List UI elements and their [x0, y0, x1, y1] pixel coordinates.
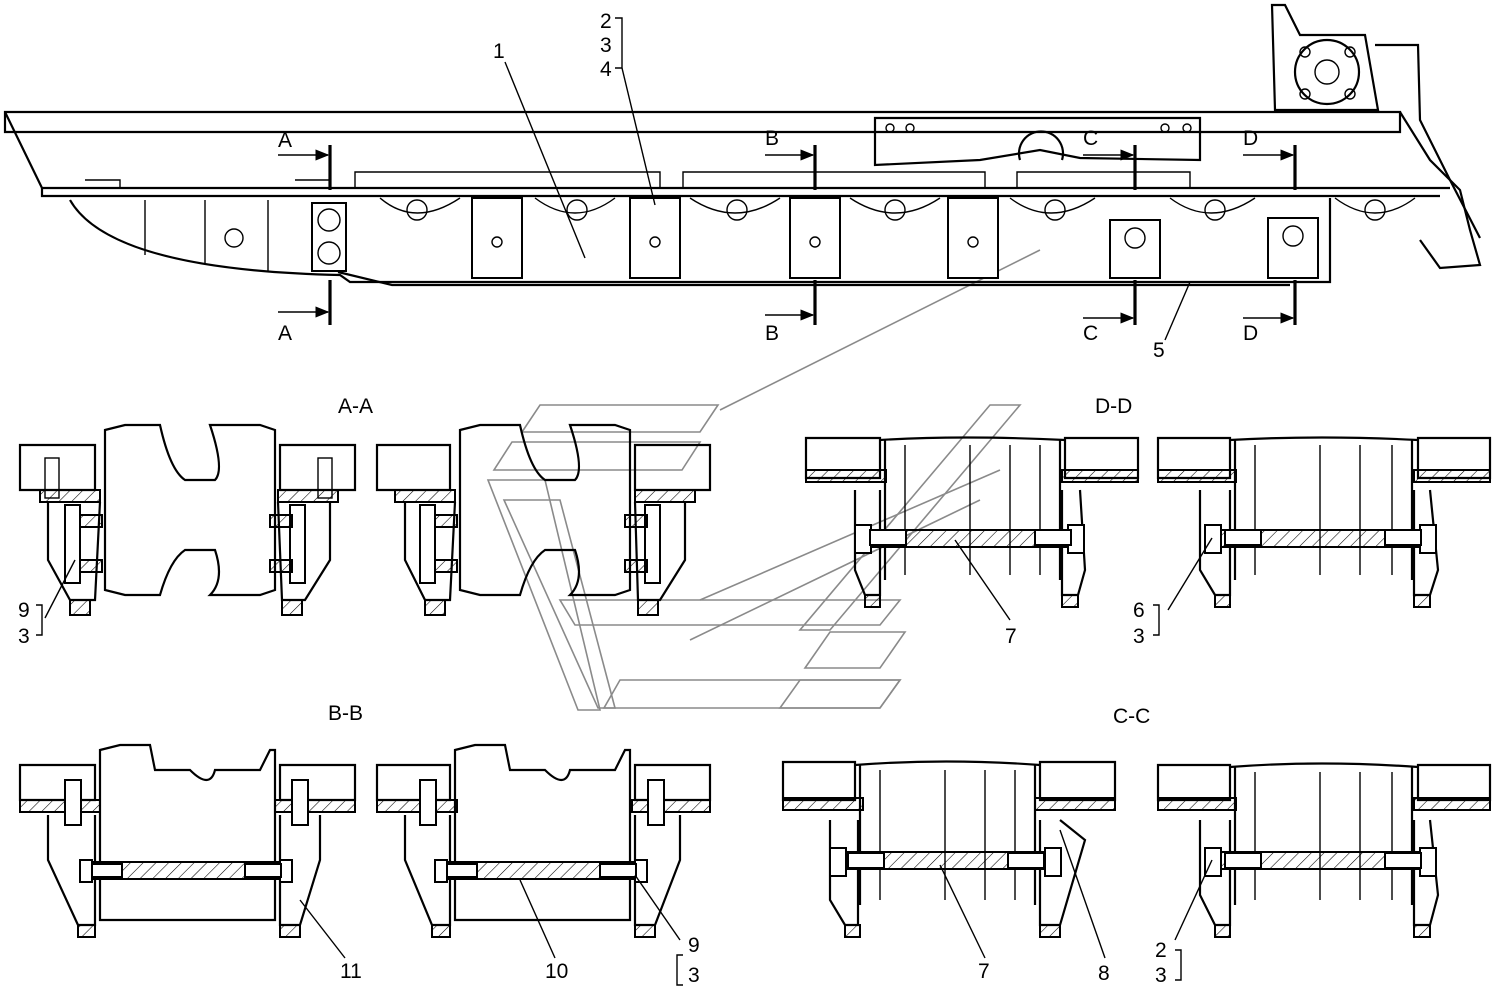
section-cc-right — [1156, 762, 1492, 938]
callout-3-aa: 3 — [18, 625, 30, 648]
section-dd-right — [1156, 436, 1492, 608]
cut-mark-b-bottom: B — [765, 322, 779, 345]
cut-mark-c-bottom: C — [1083, 322, 1098, 345]
cut-mark-a-top: A — [278, 129, 292, 152]
section-title-bb: B-B — [328, 702, 363, 725]
callout-2-main: 2 — [600, 10, 612, 33]
cut-mark-d-top: D — [1243, 127, 1258, 150]
section-aa-left — [18, 423, 357, 616]
callout-9-bb: 9 — [688, 934, 700, 957]
callout-11: 11 — [340, 960, 362, 983]
roller-housings — [379, 197, 1416, 221]
section-cc-left — [781, 760, 1117, 938]
section-title-cc: C-C — [1113, 705, 1150, 728]
cut-mark-a-bottom: A — [278, 322, 292, 345]
cut-mark-b-top: B — [765, 127, 779, 150]
callout-1: 1 — [493, 40, 505, 63]
callout-3-dd: 3 — [1133, 625, 1145, 648]
callout-6-dd: 6 — [1133, 599, 1145, 622]
cut-mark-d-bottom: D — [1243, 322, 1258, 345]
guard-plates — [471, 197, 1319, 279]
section-aa-right — [375, 423, 712, 616]
section-bb-left — [18, 743, 357, 938]
callout-3-bb: 3 — [688, 964, 700, 987]
callout-3-main: 3 — [600, 34, 612, 57]
main-view-leaders — [504, 17, 1191, 341]
callout-5: 5 — [1153, 339, 1165, 362]
section-title-dd: D-D — [1095, 395, 1132, 418]
cut-mark-c-top: C — [1083, 127, 1098, 150]
callout-8: 8 — [1098, 962, 1110, 985]
track-frame-elevation — [3, 3, 1482, 287]
section-dd-left — [804, 436, 1140, 608]
callout-4-main: 4 — [600, 58, 612, 81]
callout-9-aa: 9 — [18, 599, 30, 622]
callout-2-cc: 2 — [1155, 939, 1167, 962]
callout-3-cc: 3 — [1155, 964, 1167, 987]
section-title-aa: A-A — [338, 395, 373, 418]
callout-10: 10 — [545, 960, 568, 983]
callout-7-dd: 7 — [1005, 625, 1017, 648]
section-cut-lines — [278, 145, 1297, 325]
callout-7-cc: 7 — [978, 960, 990, 983]
section-bb-right — [375, 743, 712, 938]
